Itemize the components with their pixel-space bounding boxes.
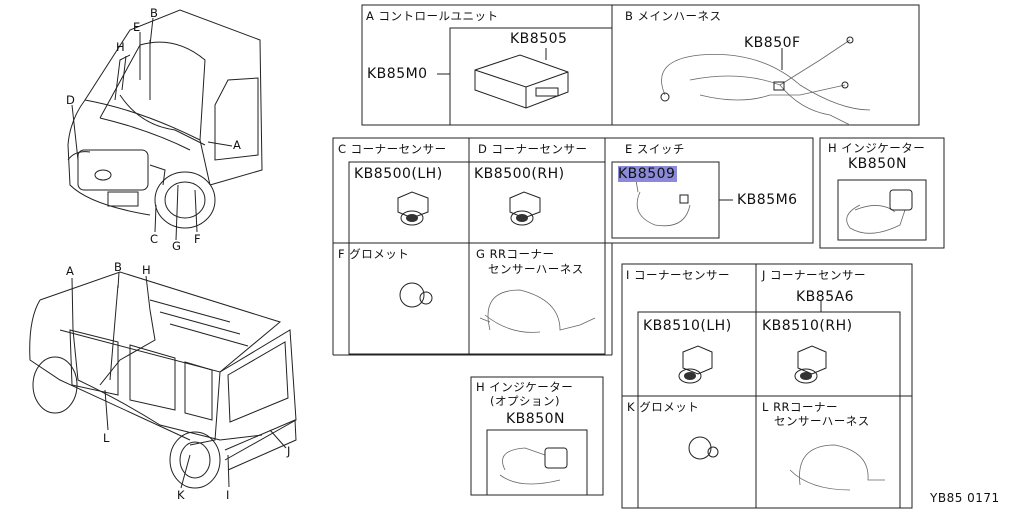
callout-label: E (133, 20, 141, 34)
callout-label: J (287, 444, 291, 458)
section-e-title: E スイッチ (625, 142, 685, 156)
callout-label: C (150, 232, 159, 246)
section-i-title: I コーナーセンサー (626, 268, 731, 282)
section-b-title: B メインハーネス (625, 9, 722, 23)
section-l-title: L RRコーナー (762, 400, 839, 414)
callout-label: F (194, 232, 202, 246)
callout-label: H (142, 263, 152, 277)
assy-number-kb85m6[interactable]: KB85M6 (737, 192, 798, 208)
callout-label: A (233, 138, 242, 152)
callout-label: A (66, 264, 75, 278)
callout-label: K (177, 488, 186, 502)
part-number-kb850f[interactable]: KB850F (744, 35, 801, 51)
section-g-title: G RRコーナー (476, 247, 555, 261)
section-g-title-line2: センサーハーネス (488, 262, 584, 276)
callout-label: H (116, 40, 126, 54)
section-c-title: C コーナーセンサー (338, 142, 447, 156)
callout-label: D (66, 93, 76, 107)
section-a-title: A コントロールユニット (366, 9, 499, 23)
part-number-kb8500-rh[interactable]: KB8500(RH) (474, 166, 565, 182)
callout-label: G (172, 239, 182, 253)
section-h-title: H インジケーター (828, 141, 926, 155)
section-h-option-subtitle: (オプション) (490, 394, 560, 408)
callout-label: B (114, 260, 123, 274)
assy-number-kb85m0[interactable]: KB85M0 (367, 66, 428, 82)
callout-label: B (150, 6, 159, 20)
part-number-kb850n[interactable]: KB850N (848, 156, 907, 172)
section-h-option-title: H インジケーター (476, 380, 574, 394)
section-d-title: D コーナーセンサー (478, 142, 588, 156)
part-number-kb8510-lh[interactable]: KB8510(LH) (643, 318, 732, 334)
section-k-title: K グロメット (627, 400, 700, 414)
part-number-kb8509-highlighted[interactable]: KB8509 (618, 166, 678, 182)
section-l-title-line2: センサーハーネス (774, 414, 870, 428)
part-number-kb8505[interactable]: KB8505 (510, 31, 568, 47)
assy-number-kb85a6[interactable]: KB85A6 (796, 289, 855, 305)
section-f-title: F グロメット (338, 247, 410, 261)
section-j-title: J コーナーセンサー (762, 268, 867, 282)
part-number-kb850n-option[interactable]: KB850N (506, 411, 565, 427)
part-number-kb8500-lh[interactable]: KB8500(LH) (354, 166, 443, 182)
callout-label: I (226, 488, 230, 502)
part-number-kb8510-rh[interactable]: KB8510(RH) (762, 318, 853, 334)
callout-label: L (103, 431, 110, 445)
diagram-id: YB85 0171 (930, 491, 1000, 505)
